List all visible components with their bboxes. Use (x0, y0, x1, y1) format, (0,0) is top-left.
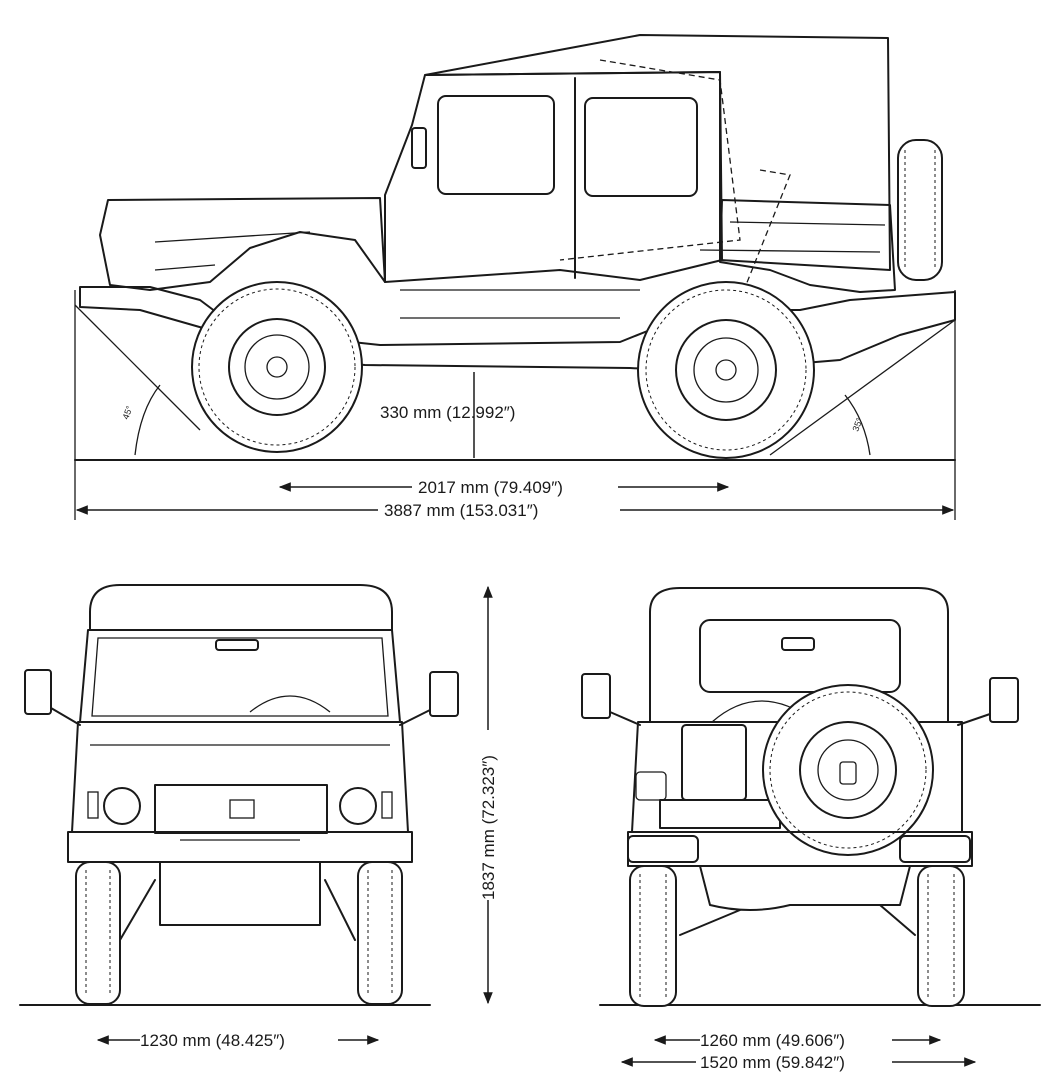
front-right-wheel (357, 861, 403, 1005)
rear-soft-top (649, 587, 949, 723)
side-cab (384, 71, 723, 283)
front-left-suspension (119, 879, 156, 941)
front-windshield-glass (91, 637, 389, 717)
height-label: 1837 mm (72.323″) (479, 755, 498, 900)
wheelbase-label: 2017 mm (79.409″) (418, 478, 563, 497)
front-bumper (67, 831, 413, 863)
side-spare-wheel (897, 139, 943, 281)
side-soft-top (424, 34, 891, 271)
rear-axle-housing (699, 865, 911, 911)
rear-right-wheel (917, 865, 965, 1007)
rear-fuel-filler (635, 771, 667, 801)
side-rear-crease-upper (729, 221, 886, 226)
rear-view: 1260 mm (49.606″) 1520 mm (59.842″) (581, 587, 1041, 1072)
front-track-label: 1230 mm (48.425″) (140, 1031, 285, 1050)
rear-right-mirror (989, 677, 1019, 723)
rear-spare-wheel (762, 684, 934, 856)
front-badge (229, 799, 255, 819)
length-label: 3887 mm (153.031″) (384, 501, 538, 520)
side-rear-wheel (637, 281, 815, 459)
rear-jerry-can (681, 724, 747, 801)
side-front-window (437, 95, 555, 195)
side-rear-body (719, 199, 896, 293)
front-body (71, 721, 409, 833)
rear-left-suspension (679, 909, 741, 936)
approach-angle-arc (134, 384, 161, 456)
front-left-wheel (75, 861, 121, 1005)
side-hood-crease (154, 231, 311, 243)
front-roof (89, 584, 393, 631)
front-right-indicator (381, 791, 393, 819)
front-view: 1837 mm (72.323″) 1230 mm (48.425″) (19, 584, 498, 1050)
departure-angle-arc (844, 394, 871, 456)
front-steering-wheel (249, 695, 331, 713)
side-front-wheel (191, 281, 363, 453)
front-right-suspension (324, 879, 356, 941)
front-left-mirror (24, 669, 52, 715)
rear-right-suspension (879, 904, 916, 936)
front-left-mirror-arm (50, 707, 81, 726)
rear-left-mirror-arm (609, 711, 641, 726)
side-rear-crease-lower (699, 249, 881, 253)
side-rear-window (584, 97, 698, 197)
rear-track-label: 1260 mm (49.606″) (700, 1031, 845, 1050)
front-right-mirror (429, 671, 459, 717)
rear-left-wheel (629, 865, 677, 1007)
width-label: 1520 mm (59.842″) (700, 1053, 845, 1072)
side-hood (99, 197, 386, 291)
side-view: 45° 35° 330 mm (12.992″) 2017 mm (79.409… (74, 34, 956, 520)
departure-angle-line (769, 319, 956, 456)
front-windshield (79, 629, 401, 723)
rear-carrier-bracket (659, 799, 781, 829)
departure-angle-label: 35° (850, 416, 864, 433)
side-vent-line (154, 264, 216, 271)
side-rollbar-outline (559, 59, 741, 261)
side-mirror (411, 127, 427, 169)
front-rear-view-mirror (215, 639, 259, 651)
rear-window-mirror (781, 637, 815, 651)
front-grille (154, 784, 328, 834)
approach-angle-label: 45° (120, 404, 134, 421)
approach-angle-line (74, 304, 201, 431)
front-axle-housing (159, 861, 321, 926)
rear-right-lamp (899, 835, 971, 863)
front-right-mirror-arm (399, 709, 431, 726)
rear-right-mirror-arm (957, 713, 991, 726)
rear-window (699, 619, 901, 693)
side-seat-outline (739, 169, 791, 301)
front-left-headlight (103, 787, 141, 825)
ground-clearance-label: 330 mm (12.992″) (380, 403, 515, 422)
front-left-indicator (87, 791, 99, 819)
rear-left-mirror (581, 673, 611, 719)
rear-left-lamp (627, 835, 699, 863)
front-right-headlight (339, 787, 377, 825)
